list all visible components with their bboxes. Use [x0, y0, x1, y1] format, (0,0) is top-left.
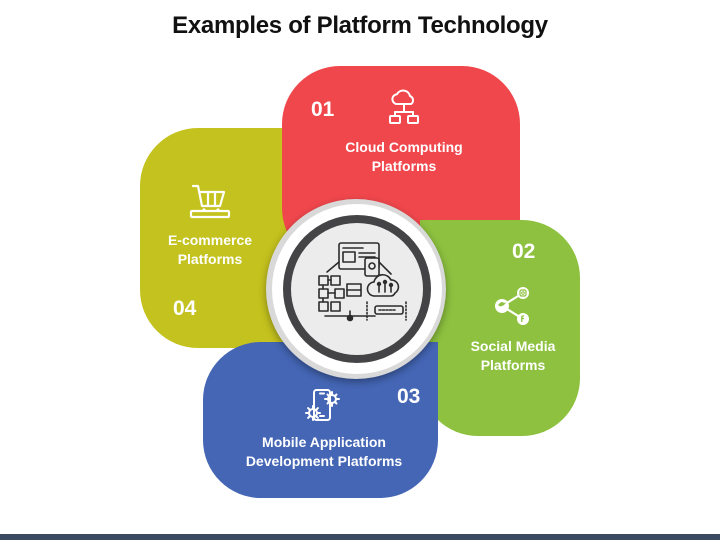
item-label-social-media: Social Media Platforms	[458, 337, 568, 375]
footer-bar	[0, 534, 720, 540]
item-label-mobile-app: Mobile Application Development Platforms	[236, 433, 412, 471]
item-label-line: Social Media	[470, 338, 556, 354]
item-number-03: 03	[397, 385, 421, 408]
social-share-icon	[495, 287, 529, 325]
item-label-line: E-commerce	[167, 232, 253, 248]
page-title: Examples of Platform Technology	[172, 12, 548, 39]
item-number-01: 01	[311, 98, 335, 121]
item-label-line: Cloud Computing	[345, 139, 463, 155]
item-number-02: 02	[512, 240, 536, 263]
item-label-line: Development Platforms	[245, 453, 403, 469]
shopping-cart-laptop-icon	[189, 184, 231, 219]
platform-technology-icon	[318, 242, 407, 322]
item-label-line: Platforms	[177, 251, 243, 267]
item-label-line: Mobile Application	[262, 434, 386, 450]
item-number-04: 04	[173, 297, 197, 320]
petal-social-media	[420, 220, 580, 436]
mobile-gears-icon	[305, 389, 340, 421]
item-label-cloud-computing: Cloud Computing Platforms	[336, 138, 472, 176]
item-label-line: Platforms	[371, 158, 437, 174]
center-circle-inner	[291, 223, 423, 355]
item-label-ecommerce: E-commerce Platforms	[150, 231, 270, 269]
cloud-network-icon	[389, 89, 419, 124]
item-label-line: Platforms	[480, 357, 546, 373]
